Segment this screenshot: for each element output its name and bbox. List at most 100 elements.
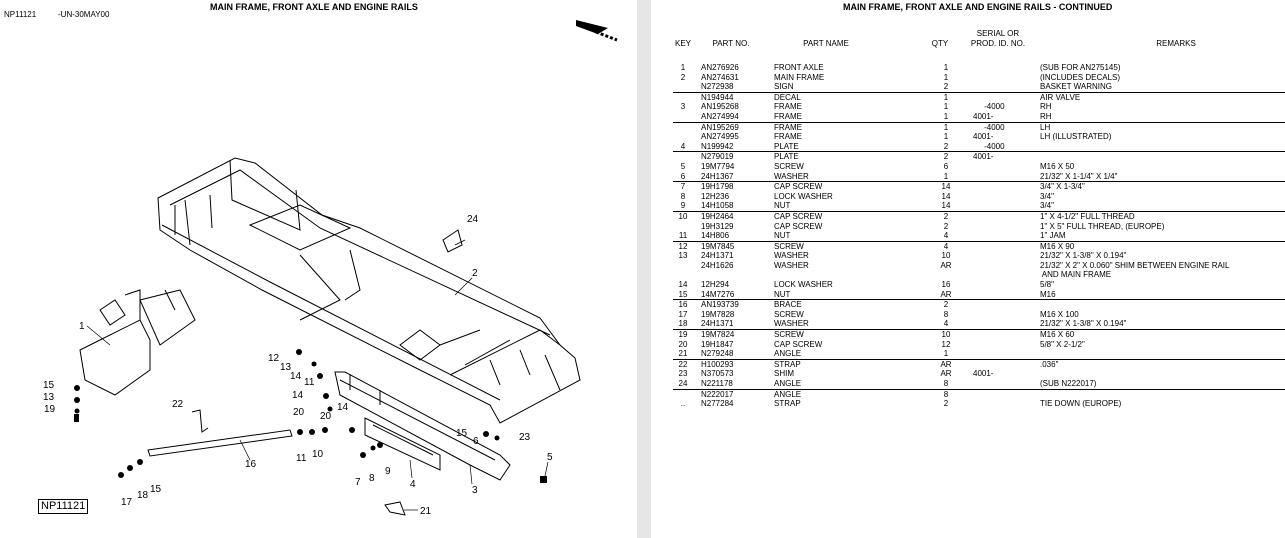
part-name-cell: SHIM [774, 369, 794, 379]
part-no-cell: AN276926 [701, 63, 739, 72]
part-name-cell: MAIN FRAME [774, 72, 825, 82]
part-name-cell: SCREW [774, 241, 804, 251]
callout-4: 4 [410, 479, 416, 490]
key-cell: 13 [678, 251, 688, 261]
key-cell: 21 [678, 349, 688, 359]
callout-21: 21 [420, 506, 432, 517]
part-name-cell: NUT [774, 231, 791, 241]
qty-cell: 1 [943, 92, 949, 102]
part-name-cell: CAP SCREW [774, 211, 823, 221]
callout-22: 22 [172, 399, 184, 410]
part-name-cell: PLATE [774, 141, 799, 151]
serial-cell: 4001- [973, 111, 994, 121]
callout-19: 19 [44, 404, 56, 415]
qty-cell: 1 [943, 72, 949, 82]
part-no-cell: 14M7276 [701, 289, 735, 299]
part-name-cell: FRONT AXLE [774, 63, 824, 72]
part-name-cell: CAP SCREW [774, 182, 823, 192]
callout-1: 1 [79, 321, 85, 332]
remarks-cell: AIR VALVE [1040, 92, 1081, 102]
part-name-cell: WASHER [774, 251, 809, 261]
part-no-cell: N277284 [701, 399, 734, 409]
part-name-cell: SIGN [774, 82, 794, 92]
callout-2: 2 [472, 268, 478, 279]
remarks-cell: M16 X 100 [1040, 309, 1079, 319]
part-name-cell: FRAME [774, 122, 802, 132]
callout-6: 6 [473, 436, 479, 447]
remarks-cell: RH [1040, 111, 1052, 121]
part-name-cell: WASHER [774, 260, 809, 270]
callout-14c: 14 [337, 402, 349, 413]
qty-cell: 12 [941, 339, 951, 349]
qty-cell: 10 [941, 330, 951, 340]
key-cell: 6 [680, 171, 686, 181]
qty-cell: 14 [941, 191, 951, 201]
callout-13b: 13 [280, 362, 292, 373]
callout-3: 3 [472, 485, 478, 496]
part-no-cell: N370573 [701, 369, 734, 379]
key-cell: 14 [678, 280, 688, 290]
remarks-cell: 3/4" X 1-3/4" [1040, 182, 1085, 192]
remarks-cell: .036" [1040, 359, 1059, 369]
serial-cell: -4000 [973, 122, 1005, 132]
qty-cell: 2 [943, 300, 949, 310]
callout-18: 18 [137, 490, 149, 501]
remarks-cell: LH (ILLUSTRATED) [1040, 132, 1112, 142]
callout-16: 16 [245, 459, 257, 470]
qty-cell: 2 [943, 221, 949, 231]
bracket-assembly [79, 289, 196, 396]
qty-cell: 4 [943, 241, 949, 251]
part-name-cell: NUT [774, 201, 791, 211]
callout-12: 12 [268, 353, 280, 364]
qty-cell: 1 [943, 171, 949, 181]
callout-numbers: 1 2 3 4 5 6 7 8 9 10 11 11 12 13 13 14 1… [43, 214, 553, 517]
right-page: MAIN FRAME, FRONT AXLE AND ENGINE RAILS … [651, 0, 1285, 538]
left-page: NP11121 -UN-30MAY00 MAIN FRAME, FRONT AX… [0, 0, 637, 538]
part-no-cell: 19M7794 [701, 161, 735, 171]
part-name-cell: FRAME [774, 111, 802, 121]
qty-cell: 14 [941, 182, 951, 192]
brace [147, 429, 293, 457]
remarks-cell: LH [1040, 122, 1051, 132]
part-name-cell: LOCK WASHER [774, 280, 833, 290]
qty-cell: AR [940, 359, 952, 369]
key-cell: 7 [680, 182, 686, 192]
col-key: KEY [674, 39, 691, 48]
part-name-cell: ANGLE [774, 349, 802, 359]
continued-title: MAIN FRAME, FRONT AXLE AND ENGINE RAILS … [843, 2, 1113, 12]
remarks-cell: 1" X 5" FULL THREAD, (EUROPE) [1040, 221, 1165, 231]
part-name-cell: ANGLE [774, 389, 802, 399]
part-no-cell: 19M7824 [701, 330, 735, 340]
key-cell: 5 [680, 161, 686, 171]
part-name-cell: STRAP [774, 359, 801, 369]
callout-11a: 11 [296, 453, 307, 464]
part-no-cell: 19H3129 [701, 221, 734, 231]
part-no-cell: N194944 [701, 92, 734, 102]
part-name-cell: BRACE [774, 300, 802, 310]
part-no-cell: 12H294 [701, 280, 730, 290]
part-no-cell: 24H1371 [701, 319, 734, 329]
leader-lines [86, 239, 549, 511]
serial-cell: 4001- [973, 369, 994, 379]
fasteners [74, 349, 547, 483]
part-no-cell: N279248 [701, 349, 734, 359]
key-cell: 8 [680, 191, 686, 201]
callout-14a: 14 [290, 371, 302, 382]
col-part-no: PART NO. [712, 39, 750, 48]
remarks-cell: 1" X 4-1/2" FULL THREAD [1040, 211, 1135, 221]
callout-8: 8 [369, 473, 375, 484]
